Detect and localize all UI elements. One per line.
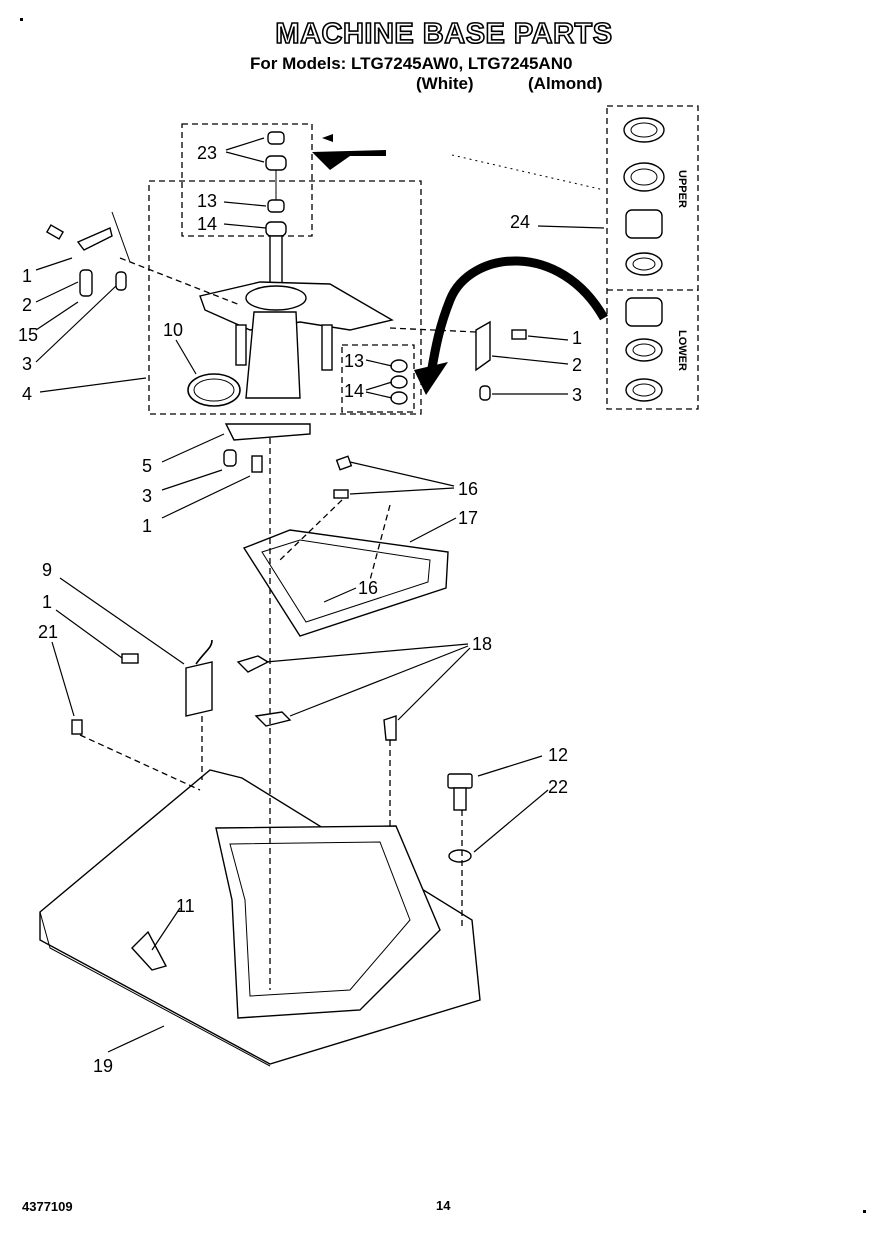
clip-hook (195, 639, 213, 665)
frame-support (215, 825, 441, 1019)
bracket (224, 423, 311, 441)
lower-label: LOWER (676, 330, 688, 371)
callout-1-lower: 1 (142, 516, 153, 536)
bracket (236, 655, 270, 673)
callout-10: 10 (163, 320, 184, 340)
corner-mark (20, 18, 23, 21)
callout-22: 22 (548, 777, 569, 797)
callout-2-right: 2 (572, 355, 583, 375)
spring (223, 449, 237, 467)
page-number: 14 (436, 1198, 451, 1213)
bearing-part (390, 391, 408, 405)
callout-1: 1 (22, 266, 33, 286)
variant-almond: (Almond) (528, 74, 603, 93)
models-subtitle: For Models: LTG7245AW0, LTG7245AN0 (250, 54, 573, 73)
callout-3-lower: 3 (142, 486, 153, 506)
kit-curved-arrow (427, 256, 608, 369)
callout-3-right: 3 (572, 385, 583, 405)
callout-1-right: 1 (572, 328, 583, 348)
spring (79, 269, 93, 297)
kit-arrowhead (414, 362, 448, 395)
hub (245, 285, 307, 311)
guide-line (369, 504, 391, 581)
callout-leaders (35, 137, 605, 1053)
callout-15: 15 (18, 325, 39, 345)
bearing-group-box (181, 123, 313, 237)
callout-9: 9 (42, 560, 53, 580)
callout-17: 17 (458, 508, 479, 528)
bolt (251, 455, 263, 473)
bolt (45, 224, 65, 240)
hanger (131, 930, 168, 971)
callout-16: 16 (458, 479, 479, 499)
bearing-part (390, 375, 408, 389)
bearing-part (390, 359, 408, 373)
callout-13: 13 (197, 191, 218, 211)
leg (321, 324, 333, 371)
upper-bearing-kit (623, 117, 665, 276)
callout-11: 11 (176, 896, 195, 916)
bearing-part (267, 131, 285, 145)
kit-dotted-line (451, 154, 605, 191)
frame-support-inner (229, 841, 411, 997)
bracket (475, 320, 491, 372)
callout-3: 3 (22, 354, 33, 374)
frame-edge (39, 911, 271, 1067)
callout-1-clip: 1 (42, 592, 53, 612)
guide-line (79, 734, 201, 791)
assembly-line (389, 327, 477, 333)
seal-ring (187, 373, 241, 407)
clip (71, 719, 83, 735)
bearing-part (265, 155, 287, 171)
spring (479, 385, 491, 401)
callout-14: 14 (197, 214, 218, 234)
corner-mark (863, 1210, 866, 1213)
bolt-shank (453, 787, 467, 811)
leg (235, 324, 247, 366)
washer (448, 849, 472, 863)
guide-line (279, 499, 343, 561)
callout-19: 19 (93, 1056, 114, 1076)
assembly-line (119, 257, 241, 306)
bracket (383, 715, 397, 741)
bolt (121, 653, 139, 664)
bearing-part (267, 199, 285, 213)
seal-ring-inner (193, 378, 235, 402)
bracket (76, 227, 113, 251)
callout-13-lower: 13 (344, 351, 365, 371)
bearing-kit-box (606, 105, 699, 410)
small-arrow (322, 134, 333, 142)
gearcase-group-box (148, 180, 422, 415)
bolt-head (447, 773, 473, 789)
callout-24: 24 (510, 212, 531, 232)
callout-16-pad: 16 (358, 578, 379, 598)
spring (115, 271, 127, 291)
base-plate-inner (261, 539, 431, 623)
linkage (111, 211, 131, 263)
clip (185, 661, 213, 717)
callout-5: 5 (142, 456, 153, 476)
callout-12: 12 (548, 745, 569, 765)
callout-14-lower: 14 (344, 381, 365, 401)
pad (335, 455, 353, 471)
bearing-part (265, 221, 287, 237)
callout-2: 2 (22, 295, 33, 315)
bracket (254, 711, 292, 727)
lower-bearing-kit (625, 297, 663, 402)
pad (333, 489, 349, 499)
upper-label: UPPER (676, 170, 688, 208)
page-title: MACHINE BASE PARTS (275, 17, 613, 51)
base-plate (242, 529, 449, 637)
bearing-arrow (312, 150, 386, 170)
callout-21: 21 (38, 622, 59, 642)
gearcase-body (245, 311, 301, 399)
callout-23: 23 (197, 143, 218, 163)
bolt (511, 329, 527, 340)
lower-bearing-box (341, 344, 415, 413)
callout-4: 4 (22, 384, 33, 404)
variant-white: (White) (416, 74, 474, 93)
document-number: 4377109 (22, 1199, 73, 1214)
callout-18: 18 (472, 634, 493, 654)
